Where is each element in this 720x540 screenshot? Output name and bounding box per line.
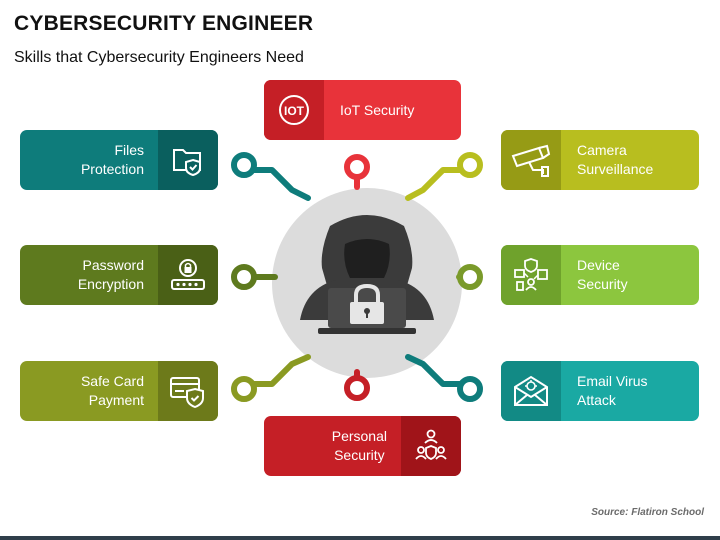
personal-label-line1: Personal <box>331 428 387 444</box>
source-note: Source: Flatiron School <box>591 507 704 518</box>
card-email-label: Email Virus Attack <box>577 361 648 421</box>
card-camera-surveillance: Camera Surveillance <box>501 130 699 190</box>
password-lock-icon <box>158 245 218 305</box>
bottom-bar <box>0 536 720 540</box>
email-virus-icon <box>501 361 561 421</box>
connector-personal <box>344 369 370 401</box>
connector-iot <box>344 154 370 190</box>
card-shield-icon <box>158 361 218 421</box>
camera-label-line1: Camera <box>577 142 627 158</box>
personal-label-line2: Security <box>334 447 385 463</box>
card-personal-label: Personal Security <box>332 416 387 476</box>
card-camera-label: Camera Surveillance <box>577 130 653 190</box>
password-label-line1: Password <box>82 257 144 273</box>
card-email-virus-attack: Email Virus Attack <box>501 361 699 421</box>
iot-label: IoT Security <box>340 101 415 118</box>
card-iot-security: IOT IoT Security <box>264 80 461 140</box>
card-iot-label: IoT Security <box>340 80 414 140</box>
connector-device <box>456 264 483 290</box>
safecard-label-line2: Payment <box>88 392 144 408</box>
page-subtitle: Skills that Cybersecurity Engineers Need <box>14 49 304 66</box>
cctv-camera-icon <box>501 130 561 190</box>
card-safe-card-payment: Safe Card Payment <box>20 361 218 421</box>
password-label-line2: Encryption <box>77 276 144 292</box>
connector-email <box>405 354 483 402</box>
connector-files <box>231 152 311 201</box>
iot-icon: IOT <box>264 80 324 140</box>
device-network-icon <box>501 245 561 305</box>
connector-card <box>231 354 311 402</box>
card-password-encryption: Password Encryption <box>20 245 218 305</box>
card-personal-security: Personal Security <box>264 416 461 476</box>
card-files-protection: Files Protection <box>20 130 218 190</box>
connector-camera <box>405 152 483 201</box>
folder-shield-icon <box>158 130 218 190</box>
card-device-label: Device Security <box>577 245 628 305</box>
card-safecard-label: Safe Card Payment <box>81 361 144 421</box>
card-password-label: Password Encryption <box>78 245 144 305</box>
device-label-line1: Device <box>577 257 620 273</box>
card-files-label: Files Protection <box>81 130 144 190</box>
files-label-line1: Files <box>114 142 144 158</box>
page-title: CYBERSECURITY ENGINEER <box>14 12 314 35</box>
files-label-line2: Protection <box>80 161 144 177</box>
email-label-line2: Attack <box>577 392 616 408</box>
camera-label-line2: Surveillance <box>577 161 654 177</box>
device-label-line2: Security <box>577 276 628 292</box>
email-label-line1: Email Virus <box>577 373 648 389</box>
card-device-security: Device Security <box>501 245 699 305</box>
safecard-label-line1: Safe Card <box>80 373 144 389</box>
users-shield-icon <box>401 416 461 476</box>
connector-password <box>231 264 278 290</box>
svg-text:IOT: IOT <box>284 104 305 118</box>
